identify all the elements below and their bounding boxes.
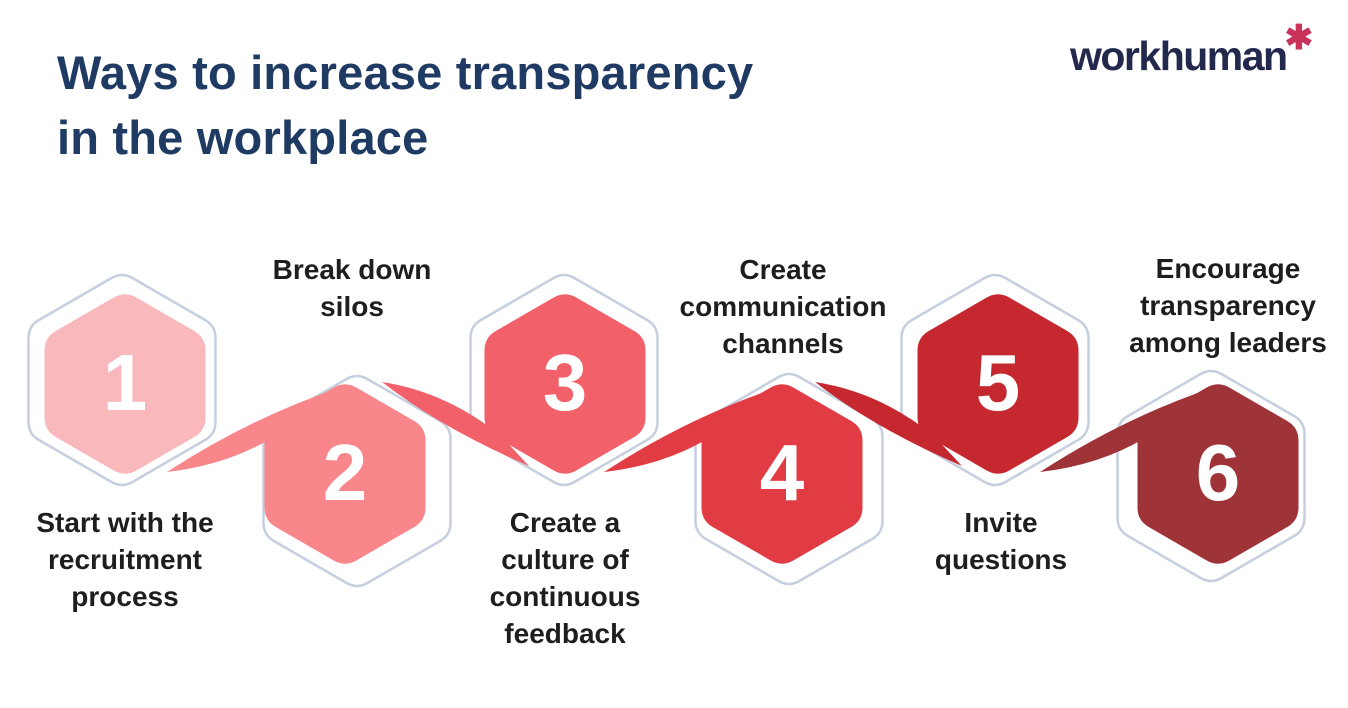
hexagon-3-fill	[484, 294, 646, 474]
step-2-label: Break down silos	[227, 251, 477, 325]
page-title: Ways to increase transparency in the wor…	[57, 40, 753, 170]
step-4-label-line: communication	[679, 291, 887, 322]
page-title-line-1: Ways to increase transparency	[57, 46, 754, 99]
step-3-tail	[382, 382, 529, 466]
step-6-label: Encourage transparency among leaders	[1096, 250, 1348, 361]
step-1-label-line: recruitment	[47, 544, 203, 575]
step-number-2: 2	[323, 428, 368, 517]
step-4-label-line: Create	[739, 254, 827, 285]
hexagon-6-fill	[1137, 384, 1299, 564]
step-6-label-line: transparency	[1140, 290, 1316, 321]
step-4-label-line: channels	[722, 328, 844, 359]
step-6-label-line: Encourage	[1155, 253, 1301, 284]
step-2-label-line: silos	[320, 291, 384, 322]
step-6-label-line: among leaders	[1129, 327, 1327, 358]
step-number-5: 5	[976, 338, 1021, 427]
step-1-label-line: Start with the	[36, 507, 214, 538]
hexagon-4-fill	[701, 384, 863, 564]
step-5-tail	[815, 382, 962, 466]
step-4-label: Create communication channels	[655, 251, 911, 362]
step-6-tail	[1040, 388, 1212, 472]
page-title-line-2: in the workplace	[57, 111, 429, 164]
step-3-label-line: continuous	[489, 581, 641, 612]
step-2-label-line: Break down	[272, 254, 432, 285]
step-5-label: Invite questions	[881, 504, 1121, 578]
hexagon-1-fill	[44, 294, 206, 474]
step-1-label-line: process	[71, 581, 179, 612]
step-number-4: 4	[760, 428, 805, 517]
step-2-tail	[167, 388, 339, 472]
hexagon-2-fill	[264, 384, 426, 564]
step-number-3: 3	[543, 338, 588, 427]
hexagon-3-outline	[469, 273, 659, 487]
step-3-label-line: feedback	[504, 618, 626, 649]
workhuman-asterisk-icon: ✱	[1284, 19, 1314, 57]
hexagon-5-fill	[917, 294, 1079, 474]
workhuman-logo: workhuman ✱	[1070, 21, 1313, 79]
hexagon-1-outline	[27, 273, 217, 487]
step-3-label: Create a culture of continuous feedback	[445, 504, 685, 652]
step-5-label-line: questions	[934, 544, 1068, 575]
step-number-6: 6	[1196, 428, 1241, 517]
step-number-1: 1	[103, 338, 148, 427]
step-5-label-line: Invite	[964, 507, 1038, 538]
step-3-label-line: culture of	[501, 544, 629, 575]
step-4-tail	[604, 388, 776, 472]
step-3-label-line: Create a	[509, 507, 621, 538]
step-1-label: Start with the recruitment process	[4, 504, 246, 615]
workhuman-logo-text: workhuman	[1070, 33, 1288, 79]
hexagon-5-outline	[900, 273, 1090, 487]
